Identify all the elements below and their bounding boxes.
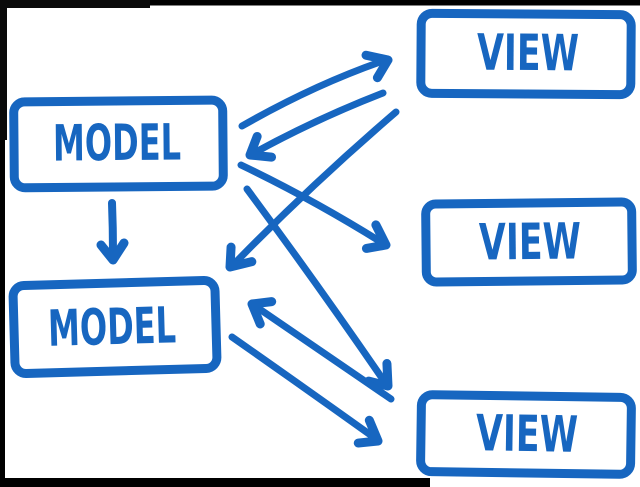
- node-box: [416, 390, 636, 479]
- frame-edge-left: [0, 0, 5, 487]
- arrowhead-icon: [361, 50, 393, 83]
- arrow-shaft: [108, 199, 117, 257]
- node-label-model-bottom: MODEL: [47, 296, 177, 358]
- arrow-shaft: [238, 58, 384, 130]
- frame-edge-bottom: [0, 478, 430, 487]
- node-box: [8, 275, 222, 379]
- arrowhead-icon: [353, 415, 383, 448]
- node-box: [9, 95, 228, 193]
- arrowhead-icon: [96, 238, 129, 265]
- arrow-shaft: [231, 108, 400, 267]
- arrow-shaft: [228, 333, 376, 440]
- node-model-top: MODEL: [9, 95, 228, 193]
- node-view-middle: VIEW: [421, 197, 637, 287]
- arrowhead-icon: [247, 297, 277, 329]
- node-box: [421, 197, 637, 287]
- arrow-view-bottom-to-model-bottom: [247, 297, 395, 403]
- frame-edge-left-thick: [0, 0, 7, 140]
- node-view-top: VIEW: [416, 8, 636, 100]
- arrow-shaft: [254, 304, 395, 403]
- arrow-model-bottom-to-view-bottom: [228, 333, 383, 448]
- node-model-bottom: MODEL: [8, 275, 222, 379]
- arrowhead-icon: [225, 242, 257, 272]
- node-label-view-top: VIEW: [477, 24, 579, 83]
- arrowhead-icon: [361, 220, 391, 253]
- arrow-shaft: [250, 89, 387, 157]
- arrow-model-top-to-model-bottom: [96, 199, 129, 265]
- nodes-layer: MODEL MODEL VIEW VIEW VIEW: [8, 8, 637, 479]
- node-label-model-top: MODEL: [53, 113, 182, 172]
- arrows-layer: [96, 50, 400, 448]
- arrow-view-top-to-model-bottom: [225, 108, 400, 272]
- node-box: [416, 8, 636, 100]
- arrow-model-top-to-view-top: [238, 50, 393, 130]
- node-label-view-middle: VIEW: [479, 212, 582, 271]
- node-view-bottom: VIEW: [416, 390, 636, 479]
- frame-edge-top: [0, 0, 640, 6]
- arrow-model-top-to-view-bottom: [243, 185, 393, 391]
- node-label-view-bottom: VIEW: [476, 404, 579, 463]
- arrow-view-top-to-model-top: [245, 89, 387, 162]
- arrowhead-icon: [245, 131, 277, 162]
- arrow-shaft: [237, 161, 385, 246]
- arrow-shaft: [243, 185, 388, 385]
- arrowhead-icon: [364, 359, 393, 391]
- arrow-model-top-to-view-middle: [237, 161, 391, 253]
- frame-edge-top-left-thick: [0, 0, 150, 8]
